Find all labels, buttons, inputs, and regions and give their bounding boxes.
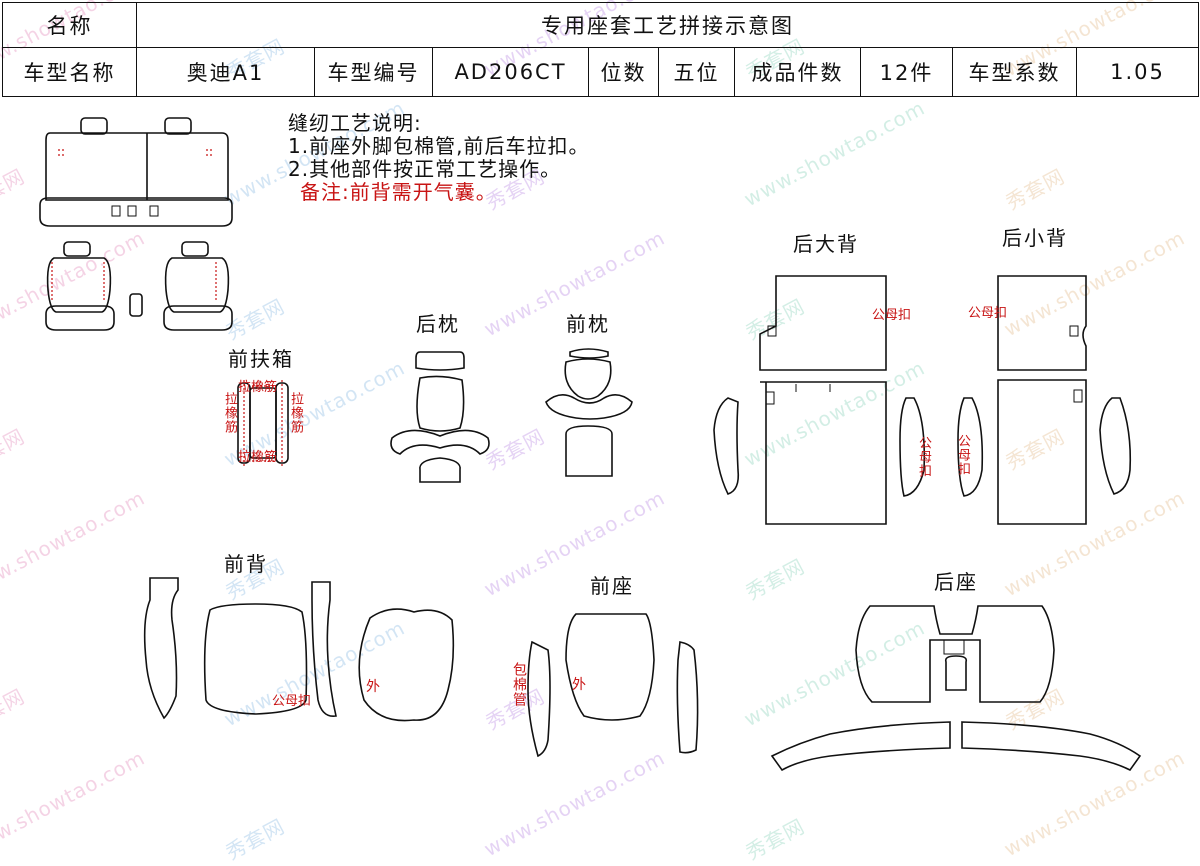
pieces-label: 成品件数 [734, 47, 861, 97]
sewing-notes: 缝纫工艺说明: 1.前座外脚包棉管,前后车拉扣。 2.其他部件按正常工艺操作。 … [288, 112, 589, 204]
front-armrest-drawing [237, 380, 289, 466]
rear-seat-drawing [770, 605, 1142, 772]
seats-label: 位数 [588, 47, 659, 97]
seat-overview-drawing [39, 117, 233, 331]
rear-small-back-drawing [957, 275, 1132, 525]
tag-wrap-tube: 包棉管 [511, 662, 527, 707]
tag-elastic-left: 拉橡筋 [222, 392, 237, 434]
tag-snap-small-back-side: 公母扣 [955, 434, 970, 476]
front-headrest-drawing [545, 348, 633, 477]
tag-elastic-top: 拉橡筋 [238, 380, 278, 395]
tag-snap-big-back: 公母扣 [872, 308, 912, 323]
tag-elastic-bottom: 拉橡筋 [238, 450, 278, 465]
tag-snap-front-back: 公母扣 [272, 694, 312, 709]
pieces-value: 12件 [860, 47, 953, 97]
coef-value: 1.05 [1075, 47, 1200, 97]
tag-elastic-right: 拉橡筋 [288, 392, 303, 434]
watermark-text: 秀套网 [741, 813, 809, 865]
name-label: 名称 [2, 2, 137, 48]
notes-title: 缝纫工艺说明: [288, 111, 422, 135]
model-code-value: AD206CT [432, 47, 589, 97]
seats-value: 五位 [658, 47, 735, 97]
watermark-text: 秀套网 [221, 813, 289, 865]
label-front-seat: 前座 [590, 574, 634, 598]
model-code-label: 车型编号 [314, 47, 433, 97]
label-rear-big-back: 后大背 [793, 232, 859, 256]
page-title: 专用座套工艺拼接示意图 [135, 2, 1200, 48]
label-front-back: 前背 [224, 552, 268, 576]
model-name-label: 车型名称 [2, 47, 137, 97]
rear-big-back-drawing [713, 275, 926, 525]
coef-label: 车型系数 [952, 47, 1077, 97]
front-back-drawing [143, 577, 455, 722]
notes-line-1: 1.前座外脚包棉管,前后车拉扣。 [288, 134, 590, 158]
model-name-value: 奥迪A1 [136, 47, 315, 97]
label-front-headrest: 前枕 [566, 312, 610, 336]
front-seat-drawing [527, 613, 699, 758]
notes-remark: 备注:前背需开气囊。 [300, 180, 497, 204]
rear-headrest-drawing [390, 351, 490, 483]
pattern-drawings [39, 117, 1142, 772]
notes-line-2: 2.其他部件按正常工艺操作。 [288, 157, 562, 181]
tag-outer-front-seat: 外 [572, 677, 586, 693]
label-rear-small-back: 后小背 [1002, 226, 1068, 250]
tag-outer-front-back: 外 [366, 679, 380, 695]
header-table: 名称 专用座套工艺拼接示意图 车型名称 奥迪A1 车型编号 AD206CT 位数… [2, 2, 1200, 97]
tag-snap-small-back: 公母扣 [968, 306, 1008, 321]
label-rear-seat: 后座 [934, 570, 978, 594]
label-rear-headrest: 后枕 [416, 312, 460, 336]
label-front-armrest: 前扶箱 [228, 347, 294, 371]
tag-snap-big-back-side: 公母扣 [916, 436, 931, 478]
